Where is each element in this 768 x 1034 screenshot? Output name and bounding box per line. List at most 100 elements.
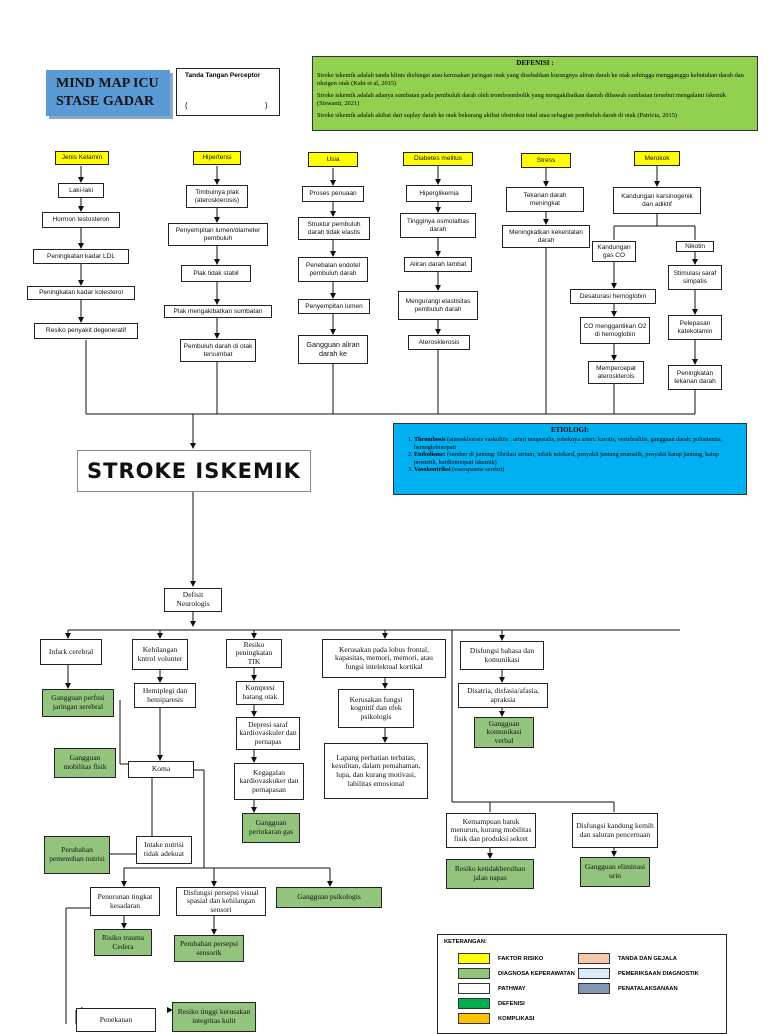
node-tekanan-meningkat: Tekanan darah meningkat [506, 187, 584, 212]
node-psikologis: Gangguan psikologis [276, 887, 382, 908]
risk-jenis-kelamin: Jenis Kelamin [55, 151, 109, 165]
node-penuaan: Proses penuaan [302, 186, 364, 202]
node-infark: Infark cerebral [40, 639, 102, 665]
node-kolesterol: Peningkatan kadar kolesterol [27, 286, 135, 300]
etiologi-heading: ETIOLOGI: [550, 426, 590, 434]
node-lobus: Kerusakan pada lobus frontal, kapasitas,… [322, 639, 446, 678]
node-katekolamin: Pelepasan katekolamin [668, 315, 722, 340]
legend-box: KETERANGAN: FAKTOR RISIKO DIAGNOSA KEPER… [437, 934, 727, 1034]
node-sensorik: Perubahan persepsi sensorik [174, 935, 244, 962]
node-plak: Timbulnya plak (aterosklerosis) [186, 185, 248, 208]
node-komunikasi: Gangguan komunikasi verbal [474, 717, 534, 748]
node-saraf-simpatis: Stimulasi saraf simpatis [668, 265, 722, 290]
risk-stress: Stress [521, 153, 571, 168]
risk-hipertensi: Hipertensi [193, 151, 241, 165]
node-struktur: Struktur pembuluh darah tidak elastis [298, 217, 370, 240]
legend-faktor: FAKTOR RISIKO [458, 953, 543, 964]
legend-swatch [458, 968, 490, 979]
node-bahasa: Disfungsi bahasa dan komunikasi [460, 641, 544, 670]
legend-penatalaksanaan: PENATALAKSANAAN [578, 983, 678, 994]
legend-diagnosa: DIAGNOSA KEPERAWATAN [458, 968, 575, 979]
node-kekentalan: Meningkatkan kekentalan darah [502, 225, 590, 248]
legend-swatch [458, 953, 490, 964]
legend-swatch [458, 998, 490, 1009]
defenisi-heading: DEFENISI : [516, 59, 554, 67]
legend-swatch [578, 968, 610, 979]
node-elastisitas: Mengurangi elastisitas pembuluh darah [398, 291, 478, 320]
node-kegagalan: Kegagalan kardiovaskuker dan pernapasan [234, 763, 304, 800]
node-tik: Resiko peningkatan TIK [226, 639, 282, 668]
node-tersumbat: Pembuluh darah di otak tersumbat [180, 339, 256, 362]
node-trauma: Risiko trauma Cedera [94, 929, 152, 956]
perceptor-label: Tanda Tangan Perceptor [185, 72, 261, 79]
node-aliran-lambat: Aliran darah lambat [404, 257, 472, 272]
legend-swatch [578, 983, 610, 994]
node-depresi: Depresi saraf kardiovaskuler dan pernapa… [236, 717, 300, 750]
node-penyempitan-diameter: Penyempitan lumen/diameter pembuluh [168, 223, 268, 246]
node-disatria: Disatria, disfasia/afasia, apraksia [458, 683, 548, 708]
perceptor-close: ) [265, 101, 268, 110]
node-kesadaran: Penurunan tingkat kesadaran [90, 887, 160, 916]
node-mobilitas: Gangguan mobilitas fisik [54, 748, 116, 778]
node-ldl: Peningkatan kadar LDL [33, 249, 129, 264]
node-koma: Koma [128, 761, 194, 778]
node-kandung: Disfungsi kandung kemih dan saluran penc… [572, 813, 658, 848]
node-mempercepat: Mempercepat aterosklerois [588, 361, 644, 384]
legend-heading: KETERANGAN: [444, 939, 487, 945]
stroke-iskemik-title: STROKE ISKEMIK [77, 450, 311, 492]
node-pertukaran: Gangguan pertukaran gas [242, 813, 300, 843]
title-line1: MIND MAP ICU [56, 75, 159, 91]
etiologi-item: Thrombosis (aterosklerosis vaskulitis : … [414, 436, 740, 451]
etiologi-item: Embolisme: (sumber di jantung: fibrilasi… [414, 451, 740, 466]
perceptor-signature-box: Tanda Tangan Perceptor ( ) [176, 68, 280, 116]
node-co-hb: CO menggantikan O2 di hemoglobin [580, 317, 650, 344]
node-perfusi: Gangguan perfusi jaringan serebral [42, 689, 114, 717]
node-gas-co: Kandungan gas CO [592, 241, 636, 262]
legend-komplikasi: KOMPLIKASI [458, 1013, 534, 1024]
node-hiperglikemia: Hiperglikemia [406, 185, 472, 202]
node-degeneratif: Resiko penyakit degeneratif [34, 323, 138, 339]
node-desaturasi: Desaturasi hemoglobin [570, 289, 656, 304]
node-endotel: Penebalan endotel pembuluh darah [298, 257, 368, 282]
legend-pemeriksaan: PEMERIKSAAN DIAGNOSTIK [578, 968, 699, 979]
node-hemiplegi: Hemiplegi dan hemiparesis [134, 683, 196, 708]
legend-swatch [458, 1013, 490, 1024]
risk-merokok: Merokok [634, 151, 680, 166]
etiologi-item: Vasokontriksi (vasospasme serebri) [414, 466, 740, 473]
node-aterosklerosis: Aterosklerosis [408, 335, 470, 350]
risk-usia: Usia [308, 152, 358, 167]
node-plak-sumbatan: Plak mengakibatkan sumbatan [164, 305, 272, 318]
node-kontrol: Kehilangan kntrol volunter [132, 639, 188, 670]
legend-defenisi: DEFENISI [458, 998, 525, 1009]
node-penyempitan-lumen: Penyempitan lumen [298, 299, 370, 314]
risk-diabetes: Diabetes melitus [403, 152, 473, 166]
node-nikotin: Nikotin [676, 241, 714, 252]
defenisi-p3: Stroke sikemik adalah akibat dari suplay… [317, 111, 678, 119]
legend-swatch [578, 953, 610, 964]
node-plak-stabil: Plak tidak stabil [181, 265, 251, 282]
node-hormon: Hormon testosteron [42, 212, 120, 228]
legend-tanda: TANDA DAN GEJALA [578, 953, 677, 964]
etiologi-box: ETIOLOGI: Thrombosis (aterosklerosis vas… [393, 423, 747, 495]
defenisi-box: DEFENISI : Stroke iskemik adalah tanda k… [312, 56, 758, 131]
node-kompresi: Kompresi batang otak [236, 681, 284, 705]
node-lapang: Lapang perhatian terbatas, kesulitan, da… [324, 743, 428, 799]
etiologi-list: Thrombosis (aterosklerosis vaskulitis : … [400, 436, 740, 473]
defenisi-p2: Stroke iskemik adalah adanya sumbatan pa… [317, 91, 727, 107]
title-line2: STASE GADAR [56, 94, 155, 109]
legend-pathway: PATHWAY [458, 983, 526, 994]
node-gangguan-aliran: Gangguan aliran darah ke [298, 335, 368, 364]
node-eliminasi: Gangguan eliminasi urin [580, 857, 650, 887]
node-kognitif: Kerusakan fungsi kognitif dan efek psiko… [338, 689, 414, 728]
node-penekanan: Penekanan [76, 1008, 156, 1032]
node-batuk: Kemampuan batuk menurun, kurang mobilita… [446, 813, 536, 848]
node-laki: Laki-laki [58, 183, 104, 198]
node-intake: Intake nutrisi tidak adekuat [136, 836, 192, 864]
node-kulit: Resiko tinggi kerusakan integritas kulit [172, 1002, 256, 1032]
node-karsinogenik: Kandungan karsinogenik dan adiktif [613, 187, 701, 214]
defenisi-p1: Stroke iskemik adalah tanda klinis disfu… [317, 71, 744, 87]
node-tekanan-naik: Peningkatan tekanan darah [668, 365, 722, 390]
node-persepsi: Disfungsi persepsi visual spasial dan ke… [176, 887, 266, 916]
